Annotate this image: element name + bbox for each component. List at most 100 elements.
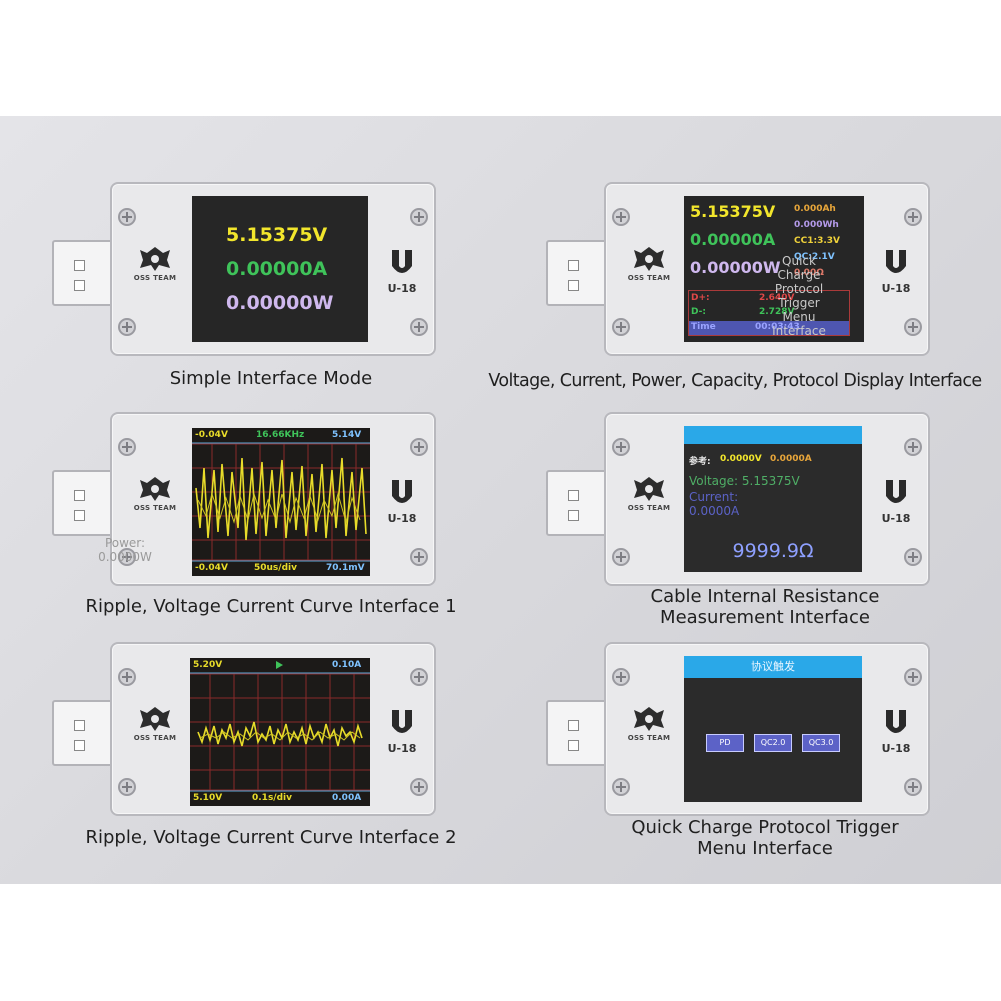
ripple1-amplitude: 70.1mV	[326, 563, 365, 573]
oss-logo: OSS TEAM	[621, 704, 677, 742]
brand-mark: U-18	[382, 478, 422, 525]
screw-icon	[410, 778, 428, 796]
screw-icon	[612, 778, 630, 796]
caption-ripple2: Ripple, Voltage Current Curve Interface …	[85, 827, 457, 848]
ripple2-top-left: 5.20V	[193, 660, 223, 670]
brand-label: U-18	[881, 742, 911, 755]
screw-icon	[410, 438, 428, 456]
time-label: Time	[691, 322, 716, 332]
device-ripple1: OSS TEAM U-18 -0.04V 16.66KHz 5.14V	[110, 412, 436, 586]
screw-icon	[612, 548, 630, 566]
screw-icon	[612, 668, 630, 686]
screw-icon	[118, 548, 136, 566]
screw-icon	[118, 318, 136, 336]
time-value: 00:03:43	[755, 322, 800, 332]
device-cable: OSS TEAM U-18 参考: 0.0000V 0.0000A Voltag…	[604, 412, 930, 586]
brand-label: U-18	[387, 512, 417, 525]
oss-logo: OSS TEAM	[127, 474, 183, 512]
dplus-label: D+:	[691, 293, 710, 303]
current-readout: 0.00000A	[226, 258, 328, 280]
logo-text: OSS TEAM	[627, 734, 671, 742]
logo-text: OSS TEAM	[133, 504, 177, 512]
screw-icon	[612, 208, 630, 226]
brand-label: U-18	[881, 282, 911, 295]
energy-readout: 0.000Wh	[794, 220, 839, 230]
ripple2-waveform	[190, 661, 370, 792]
dplus-value: 2.640V	[759, 293, 795, 303]
logo-text: OSS TEAM	[133, 274, 177, 282]
brand-mark: U-18	[382, 248, 422, 295]
resistance-readout: 0.00Ω	[794, 268, 824, 278]
ripple2-top-right: 0.10A	[332, 660, 362, 670]
reference-current: 0.0000A	[770, 454, 812, 464]
screw-icon	[410, 318, 428, 336]
ripple1-top-right: 5.14V	[332, 430, 362, 440]
ripple1-frequency: 16.66KHz	[256, 430, 305, 440]
oss-logo: OSS TEAM	[621, 474, 677, 512]
qc3-button[interactable]: QC3.0	[802, 734, 840, 752]
capacity-readout: 0.000Ah	[794, 204, 836, 214]
screw-icon	[612, 318, 630, 336]
device-simple: OSS TEAM U-18 5.15375V 0.00000A 0.00000W	[110, 182, 436, 356]
voltage-readout: 5.15375V	[226, 224, 328, 246]
product-panel: OSS TEAM U-18 5.15375V 0.00000A 0.00000W…	[0, 116, 1001, 884]
caption-simple: Simple Interface Mode	[169, 368, 373, 389]
screen-ripple1: -0.04V 16.66KHz 5.14V -0.04V 50us/div 70…	[192, 428, 370, 576]
logo-text: OSS TEAM	[627, 504, 671, 512]
ripple2-bot-left: 5.10V	[193, 793, 223, 803]
cable-resistance: 9999.9Ω	[732, 540, 814, 562]
brand-label: U-18	[387, 282, 417, 295]
reference-label: 参考:	[689, 457, 711, 467]
brand-label: U-18	[387, 742, 417, 755]
logo-text: OSS TEAM	[133, 734, 177, 742]
oss-logo: OSS TEAM	[127, 244, 183, 282]
brand-mark: U-18	[876, 248, 916, 295]
power-readout: 0.00000W	[690, 258, 781, 277]
screw-icon	[410, 208, 428, 226]
screw-icon	[410, 548, 428, 566]
screw-icon	[904, 318, 922, 336]
ripple1-timebase: 50us/div	[254, 563, 297, 573]
screen-full: 5.15375V 0.00000A 0.00000W 0.000Ah 0.000…	[684, 196, 864, 342]
screw-icon	[410, 668, 428, 686]
screw-icon	[118, 438, 136, 456]
pd-button[interactable]: PD	[706, 734, 744, 752]
screen-qc: 协议触发 PD QC2.0 QC3.0	[684, 656, 862, 802]
screw-icon	[904, 548, 922, 566]
qc-menu-title: 协议触发	[684, 656, 862, 678]
device-qc: OSS TEAM U-18 协议触发 PD QC2.0 QC3.0	[604, 642, 930, 816]
screw-icon	[118, 668, 136, 686]
reference-voltage: 0.0000V	[720, 454, 762, 464]
screw-icon	[904, 208, 922, 226]
stray-power-overlay: Power:0.0000W	[98, 536, 152, 564]
device-full: OSS TEAM U-18 5.15375V 0.00000A 0.00000W…	[604, 182, 930, 356]
brand-mark: U-18	[876, 708, 916, 755]
screw-icon	[904, 438, 922, 456]
qc2-button[interactable]: QC2.0	[754, 734, 792, 752]
usb-plug	[52, 470, 114, 536]
usb-plug	[546, 700, 608, 766]
brand-mark: U-18	[876, 478, 916, 525]
ripple1-top-left: -0.04V	[195, 430, 228, 440]
screw-icon	[904, 778, 922, 796]
oss-logo: OSS TEAM	[127, 704, 183, 742]
ripple2-bot-right: 0.00A	[332, 793, 362, 803]
logo-text: OSS TEAM	[627, 274, 671, 282]
screen-cable: 参考: 0.0000V 0.0000A Voltage: 5.15375V Cu…	[684, 426, 862, 572]
qc-readout: QC:2.1V	[794, 252, 835, 262]
cable-voltage: Voltage: 5.15375V	[689, 474, 800, 488]
ripple2-timebase: 0.1s/div	[252, 793, 292, 803]
brand-label: U-18	[881, 512, 911, 525]
ripple1-bot-left: -0.04V	[195, 563, 228, 573]
caption-ripple1: Ripple, Voltage Current Curve Interface …	[85, 596, 457, 617]
power-readout: 0.00000W	[226, 292, 334, 314]
dline-table: D+: 2.640V D-: 2.728V Time 00:03:43	[688, 290, 850, 336]
screw-icon	[118, 778, 136, 796]
device-ripple2: OSS TEAM U-18 5.20V 0.10A 5.	[110, 642, 436, 816]
usb-plug	[52, 240, 114, 306]
usb-plug	[52, 700, 114, 766]
screw-icon	[904, 668, 922, 686]
screen-simple: 5.15375V 0.00000A 0.00000W	[192, 196, 368, 342]
